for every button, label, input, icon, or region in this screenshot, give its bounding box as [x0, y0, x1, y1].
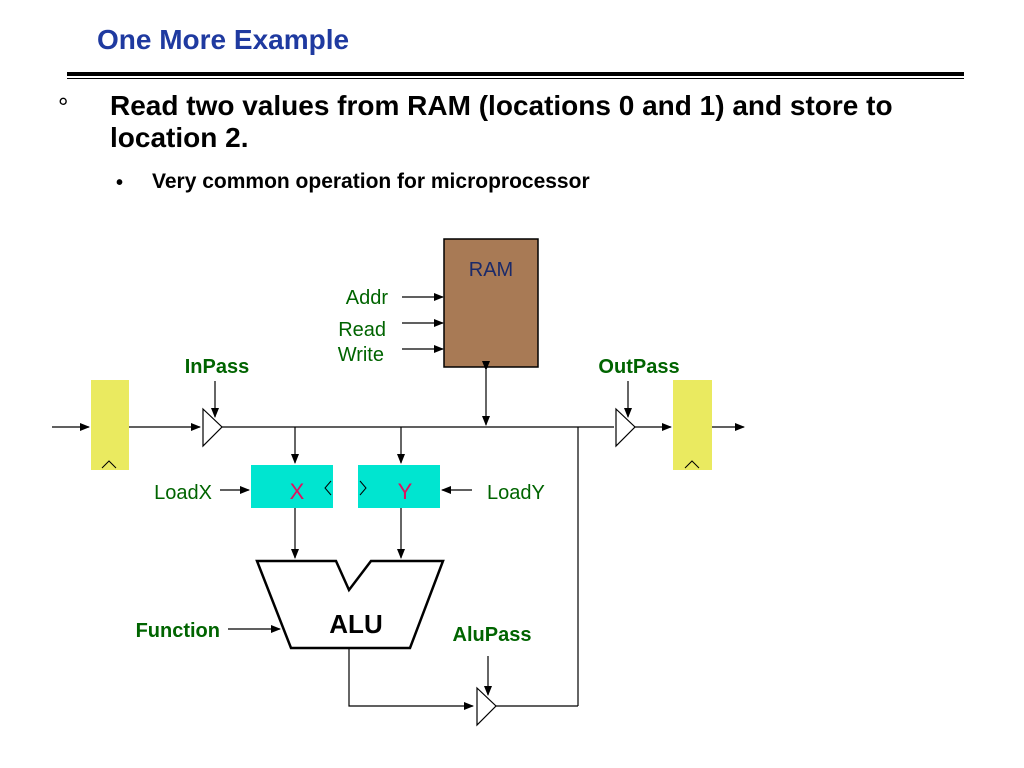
alu-output-line — [348, 648, 474, 710]
bullet-marker: ° — [58, 92, 69, 122]
loadx-label: LoadX — [154, 482, 212, 504]
ram-label: RAM — [469, 259, 513, 281]
ram-write-label: Write — [338, 344, 384, 366]
sub-bullet-text: Very common operation for microprocessor — [152, 170, 590, 193]
outpass-label: OutPass — [598, 356, 679, 378]
bullet-text: Read two values from RAM (locations 0 an… — [110, 90, 893, 153]
alu-label: ALU — [329, 609, 382, 639]
inpass-label: InPass — [185, 356, 249, 378]
sub-bullet-marker: • — [116, 172, 124, 194]
output-register — [673, 380, 712, 470]
function-label: Function — [136, 620, 220, 642]
inpass-buffer — [202, 407, 223, 448]
slide-title: One More Example — [97, 24, 350, 55]
input-register — [91, 380, 129, 470]
input-register-clock-icon — [101, 460, 117, 469]
register-y-clock-icon — [359, 480, 367, 496]
register-x-label: X — [290, 479, 305, 504]
ram-addr-label: Addr — [346, 287, 389, 309]
output-register-clock-icon — [684, 460, 700, 469]
alu-block — [255, 559, 445, 650]
alupass-buffer — [476, 686, 497, 727]
register-x — [251, 465, 333, 508]
ram-block — [443, 238, 539, 368]
title-underline-thin — [67, 78, 964, 79]
title-underline-thick — [67, 72, 964, 76]
loady-label: LoadY — [487, 482, 545, 504]
ram-read-label: Read — [338, 319, 386, 341]
register-y-label: Y — [398, 479, 413, 504]
outpass-buffer — [615, 407, 636, 448]
alupass-label: AluPass — [453, 624, 532, 646]
register-y — [358, 465, 440, 508]
register-x-clock-icon — [324, 480, 332, 496]
